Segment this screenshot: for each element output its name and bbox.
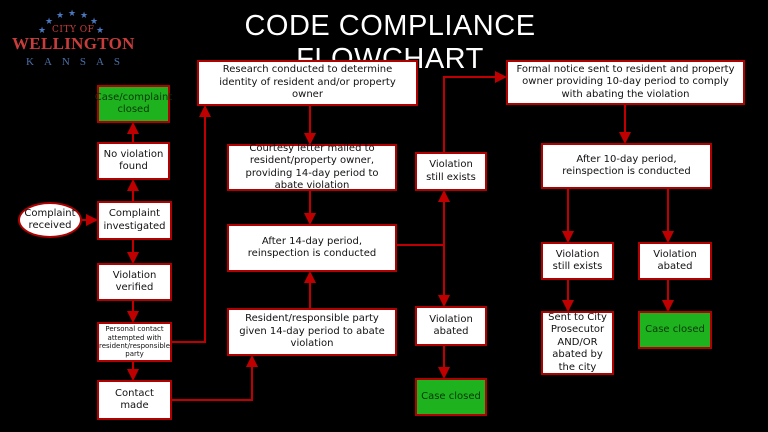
node-no-violation-found: No violation found [97, 142, 170, 180]
svg-text:★: ★ [80, 11, 88, 21]
arrow-contact-to-research [170, 105, 211, 343]
node-formal-notice: Formal notice sent to resident and prope… [506, 60, 745, 105]
svg-text:★: ★ [90, 17, 98, 27]
node-case-complaint-closed: Case/complaint closed [95, 85, 172, 123]
node-violation-abated-2: Violation abated [638, 242, 712, 280]
svg-text:★: ★ [38, 26, 46, 36]
node-contact-made: Contact made [97, 380, 172, 420]
node-resident-given-14: Resident/responsible party given 14-day … [227, 308, 397, 356]
node-violation-still-exists-1: Violation still exists [415, 152, 487, 191]
arrow-reinspection-to-exists [397, 190, 450, 246]
city-logo: ★ ★ ★ ★ ★ ★ ★ CITY OF WELLINGTON KANSAS [10, 6, 150, 72]
arrow-exists-to-formal [443, 71, 507, 152]
node-reinspection-14: After 14-day period, reinspection is con… [227, 224, 397, 272]
node-violation-still-exists-2: Violation still exists [541, 242, 614, 280]
svg-text:★: ★ [96, 26, 104, 36]
node-violation-verified: Violation verified [97, 263, 172, 301]
node-case-closed-2: Case closed [638, 311, 712, 349]
stars-icon: ★ ★ ★ ★ ★ ★ ★ [38, 9, 104, 36]
node-complaint-received: Complaint received [18, 202, 82, 238]
svg-text:★: ★ [45, 17, 53, 27]
node-sent-to-prosecutor: Sent to City Prosecutor AND/OR abated by… [541, 311, 614, 375]
logo-city-of: CITY OF [52, 25, 95, 35]
svg-text:★: ★ [56, 11, 64, 21]
node-courtesy-letter: Courtesy letter mailed to resident/prope… [227, 143, 397, 191]
node-case-closed-1: Case closed [415, 378, 487, 416]
node-reinspection-10: After 10-day period, reinspection is con… [541, 143, 712, 189]
node-complaint-investigated: Complaint investigated [97, 201, 172, 240]
logo-wellington: WELLINGTON [12, 34, 135, 53]
node-research: Research conducted to determine identity… [197, 60, 418, 106]
node-violation-abated-1: Violation abated [415, 306, 487, 346]
arrow-made-to-resident [170, 355, 258, 401]
node-personal-contact: Personal contact attempted with resident… [97, 322, 172, 362]
svg-text:★: ★ [68, 9, 76, 19]
logo-kansas: KANSAS [26, 56, 131, 68]
